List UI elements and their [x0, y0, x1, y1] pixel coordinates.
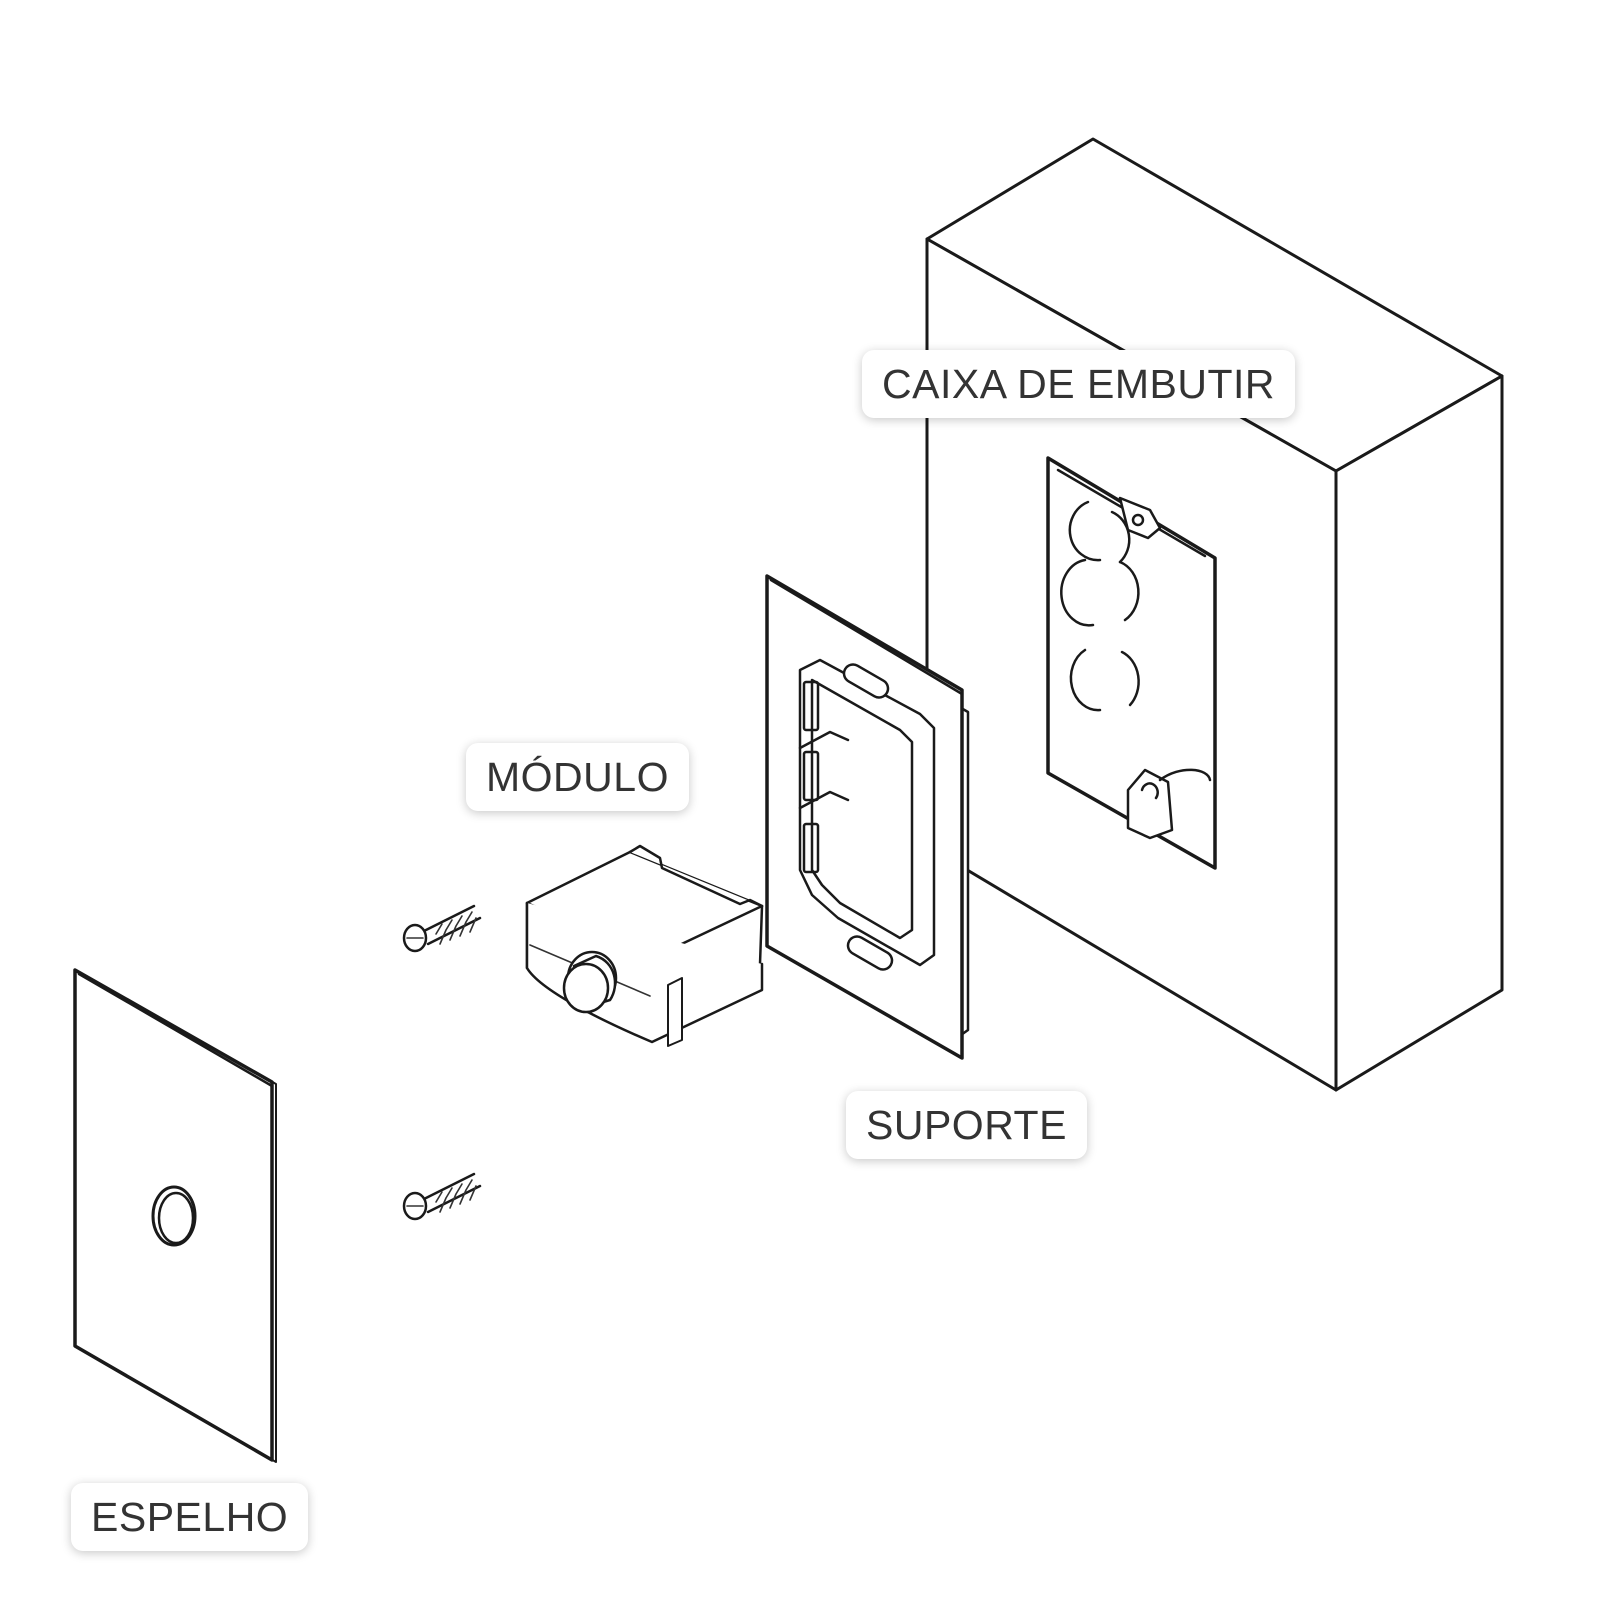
suporte [765, 574, 970, 1060]
caixa-de-embutir [925, 137, 1504, 1092]
label-suporte: SUPORTE [846, 1091, 1087, 1159]
label-espelho: ESPELHO [71, 1483, 309, 1551]
label-caixa-de-embutir: CAIXA DE EMBUTIR [862, 350, 1296, 418]
screw-bottom [402, 1172, 482, 1221]
modulo [525, 844, 764, 1047]
screw-top [402, 904, 482, 953]
label-modulo: MÓDULO [466, 743, 689, 811]
espelho [73, 968, 277, 1463]
